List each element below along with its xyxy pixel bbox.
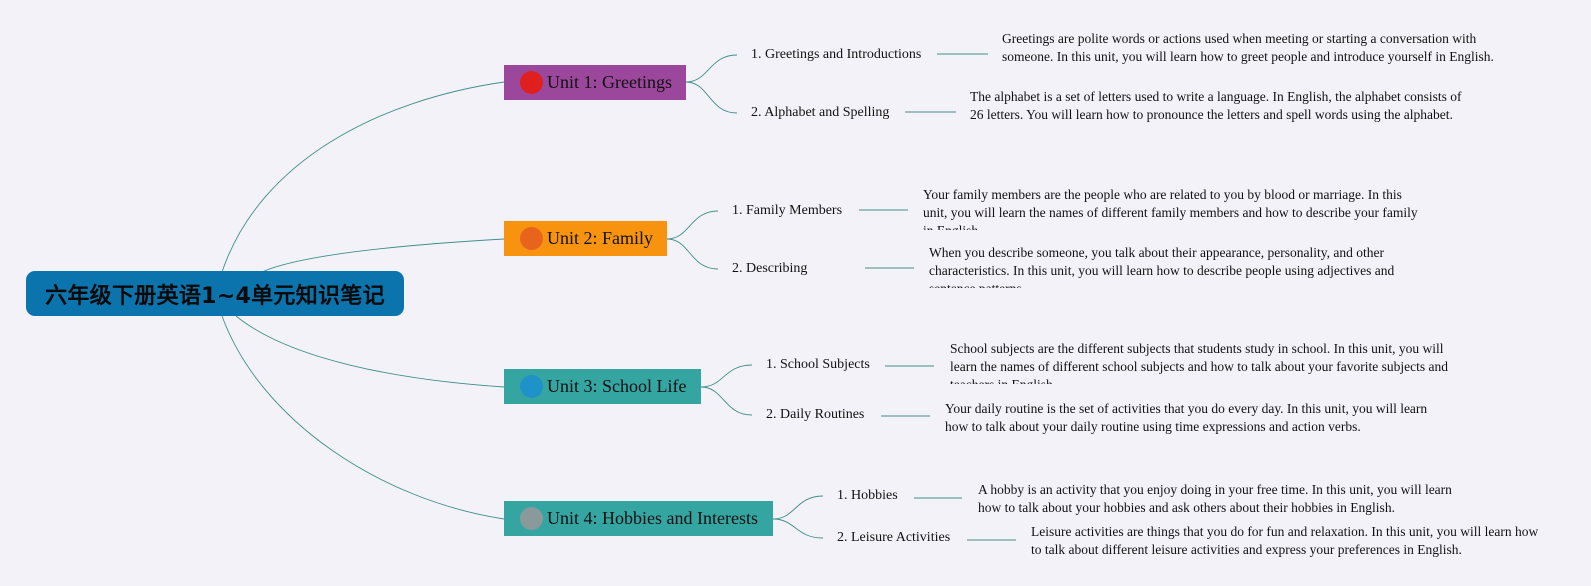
- root-to-unit-1-line: [221, 81, 505, 273]
- unit-node-4[interactable]: 4 Unit 4: Hobbies and Interests: [504, 501, 773, 536]
- topic-label[interactable]: 1. School Subjects: [766, 357, 870, 372]
- unit-2-topic-2-line: [666, 238, 719, 270]
- unit-title: Unit 4: Hobbies and Interests: [547, 508, 758, 528]
- topic-label[interactable]: 2. Daily Routines: [766, 407, 865, 422]
- topic-label[interactable]: 1. Family Members: [732, 203, 843, 218]
- topic-description: School subjects are the different subjec…: [950, 341, 1448, 384]
- topic-description: Your daily routine is the set of activit…: [945, 401, 1428, 434]
- topic-description: A hobby is an activity that you enjoy do…: [978, 482, 1452, 515]
- topic-description: When you describe someone, you talk abou…: [929, 245, 1395, 288]
- topic-description: Your family members are the people who a…: [923, 187, 1418, 230]
- unit-1-topic-2-line: [685, 81, 738, 114]
- unit-title: Unit 3: School Life: [547, 376, 687, 396]
- topic-description: The alphabet is a set of letters used to…: [970, 89, 1462, 122]
- unit-number-badge: 4: [520, 507, 543, 530]
- topic-label[interactable]: 2. Alphabet and Spelling: [751, 105, 890, 120]
- root-to-unit-4-line: [221, 315, 505, 520]
- unit-1-topic-1-line: [685, 54, 738, 83]
- topic-label[interactable]: 2. Leisure Activities: [837, 530, 951, 545]
- unit-number-badge: 3: [520, 375, 543, 398]
- topic-label[interactable]: 1. Greetings and Introductions: [751, 47, 922, 62]
- unit-title: Unit 2: Family: [547, 228, 654, 248]
- topic-description: Greetings are polite words or actions us…: [1002, 31, 1494, 64]
- topic-label[interactable]: 2. Describing: [732, 261, 808, 276]
- root-to-unit-3-line: [235, 315, 505, 388]
- unit-3-topic-2-line: [700, 386, 753, 416]
- topic-label[interactable]: 1. Hobbies: [837, 488, 898, 503]
- unit-4-topic-1-line: [772, 495, 824, 520]
- topic-description: Leisure activities are things that you d…: [1031, 524, 1539, 557]
- unit-2-topic-1-line: [666, 210, 719, 240]
- unit-node-3[interactable]: 3 Unit 3: School Life: [504, 369, 701, 404]
- unit-4-topic-2-line: [772, 518, 824, 539]
- unit-title: Unit 1: Greetings: [547, 72, 672, 92]
- unit-node-2[interactable]: 2 Unit 2: Family: [504, 221, 667, 256]
- unit-node-1[interactable]: 1 Unit 1: Greetings: [504, 65, 686, 100]
- root-title: 六年级下册英语1~4单元知识笔记: [45, 283, 385, 309]
- root-to-unit-2-line: [261, 238, 505, 273]
- unit-3-topic-1-line: [700, 364, 753, 388]
- unit-number-badge: 1: [520, 71, 543, 94]
- root-node[interactable]: 六年级下册英语1~4单元知识笔记: [26, 271, 404, 316]
- unit-number-badge: 2: [520, 227, 543, 250]
